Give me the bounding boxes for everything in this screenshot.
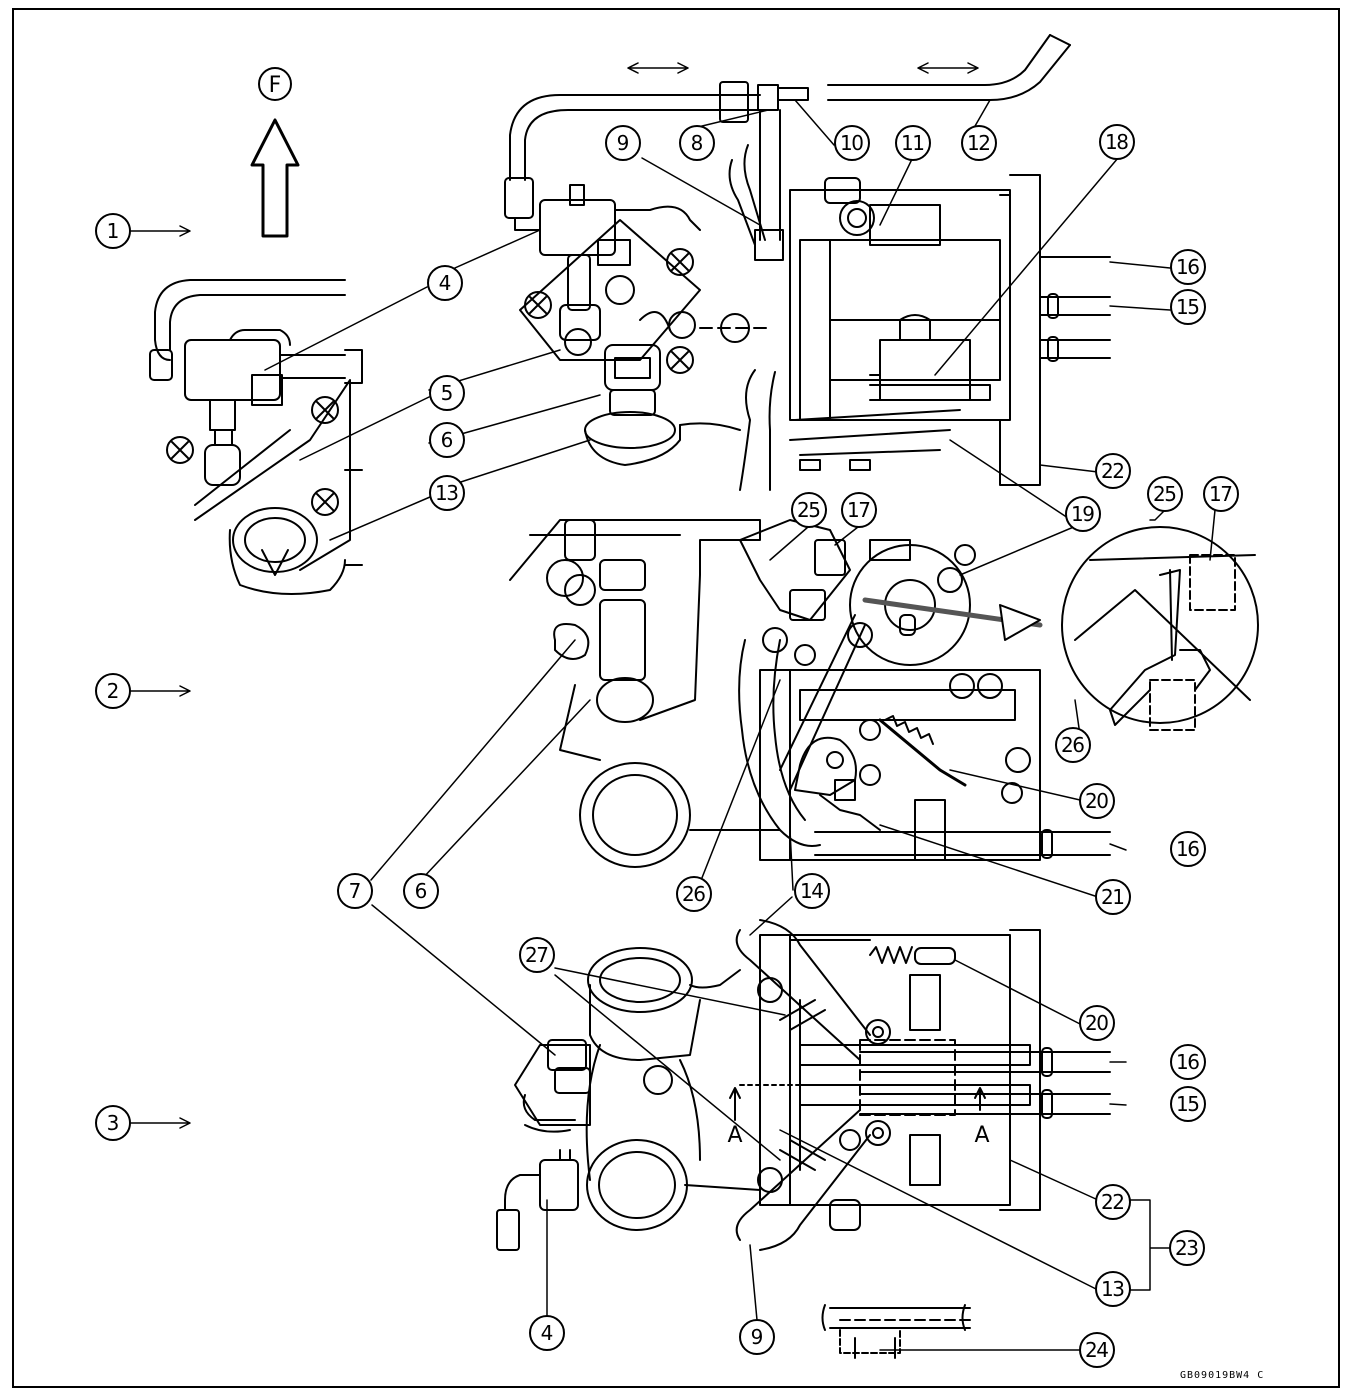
callout-label-c4c: 4 [541,1321,554,1345]
front-direction-marker: F [250,67,300,238]
callout-label-c25a: 25 [797,498,821,522]
callout-c17b: 17 [1203,476,1239,512]
callout-label-c22b: 22 [1101,1190,1125,1214]
leader-lines [130,99,1216,1351]
callout-label-c24: 24 [1085,1338,1109,1362]
callout-label-c6a: 6 [441,428,454,452]
section-a-left-label: A [727,1123,742,1148]
callout-label-c14: 14 [800,879,824,903]
callout-c6b: 6 [403,873,439,909]
callout-label-c13a: 13 [435,481,459,505]
callout-label-c16c: 16 [1176,1050,1200,1074]
callout-c22b: 22 [1095,1184,1131,1220]
view1-sensor-assembly [149,279,363,595]
drawing-code: GB09019BW4 C [1180,1370,1264,1381]
callout-label-c12: 12 [967,131,991,155]
callout-view3: 3 [95,1105,131,1141]
callout-label-c5a: 5 [441,381,454,405]
callout-c19: 19 [1065,496,1101,532]
callout-c16a: 16 [1170,249,1206,285]
callout-label-c19: 19 [1071,502,1095,526]
callout-c17a: 17 [841,492,877,528]
callout-label-c18: 18 [1105,130,1129,154]
callout-c20b: 20 [1079,1005,1115,1041]
callout-c12: 12 [961,125,997,161]
callout-label-c15a: 15 [1176,295,1200,319]
callout-c25a: 25 [791,492,827,528]
callout-c27: 27 [519,937,555,973]
callout-label-view2: 2 [107,679,120,703]
callout-c10: 10 [834,125,870,161]
callout-label-c13b: 13 [1101,1277,1125,1301]
callout-label-c10: 10 [840,131,864,155]
view3-throttle-bottom [496,919,1111,1251]
callout-label-c27: 27 [525,943,549,967]
callout-label-c20a: 20 [1085,789,1109,813]
callout-c24: 24 [1079,1332,1115,1368]
view1-throttle-top [504,34,1111,491]
section-a-right-label: A [974,1123,989,1148]
movement-arrows [627,62,979,74]
callout-label-c22a: 22 [1101,459,1125,483]
callout-c14: 14 [794,873,830,909]
callout-label-c11: 11 [901,131,925,155]
callout-label-c21: 21 [1101,885,1125,909]
callout-c11: 11 [895,125,931,161]
callout-label-c16a: 16 [1176,255,1200,279]
callout-label-c15b: 15 [1176,1092,1200,1116]
callout-c13a: 13 [429,475,465,511]
callout-c20a: 20 [1079,783,1115,819]
callout-label-c16b: 16 [1176,837,1200,861]
callout-label-c8: 8 [691,131,704,155]
detail-clamp-24 [821,1304,971,1359]
callout-c9b: 9 [739,1319,775,1355]
callout-c21: 21 [1095,879,1131,915]
callout-c26a: 26 [676,876,712,912]
callout-c26b: 26 [1055,727,1091,763]
callout-label-c9b: 9 [751,1325,764,1349]
callout-label-c17b: 17 [1209,482,1233,506]
callout-label-c6b: 6 [415,879,428,903]
callout-c5a: 5 [429,375,465,411]
callout-label-c25b: 25 [1153,482,1177,506]
front-marker-label: F [269,73,282,98]
callout-c6a: 6 [429,422,465,458]
view2-throttle-side [509,519,1111,868]
callout-c23: 23 [1169,1230,1205,1266]
callout-label-c20b: 20 [1085,1011,1109,1035]
callout-c15a: 15 [1170,289,1206,325]
callout-label-c26a: 26 [682,882,706,906]
callout-label-view1: 1 [107,219,120,243]
callout-label-view3: 3 [107,1111,120,1135]
callout-c9a: 9 [605,125,641,161]
callout-c18: 18 [1099,124,1135,160]
callout-label-c7: 7 [349,879,362,903]
callout-label-c26b: 26 [1061,733,1085,757]
callout-c25b: 25 [1147,476,1183,512]
callout-c4a: 4 [427,265,463,301]
callout-label-c9a: 9 [617,131,630,155]
callout-c15b: 15 [1170,1086,1206,1122]
callout-view1: 1 [95,213,131,249]
callout-c13b: 13 [1095,1271,1131,1307]
callout-label-c4a: 4 [439,271,452,295]
callout-c22a: 22 [1095,453,1131,489]
callout-label-c23: 23 [1175,1236,1199,1260]
callout-c7: 7 [337,873,373,909]
callout-view2: 2 [95,673,131,709]
drawing-frame [12,8,1340,1388]
callout-c4c: 4 [529,1315,565,1351]
callout-c16b: 16 [1170,831,1206,867]
callout-c16c: 16 [1170,1044,1206,1080]
callout-label-c17a: 17 [847,498,871,522]
callout-c8: 8 [679,125,715,161]
detail-circle [1061,526,1259,731]
